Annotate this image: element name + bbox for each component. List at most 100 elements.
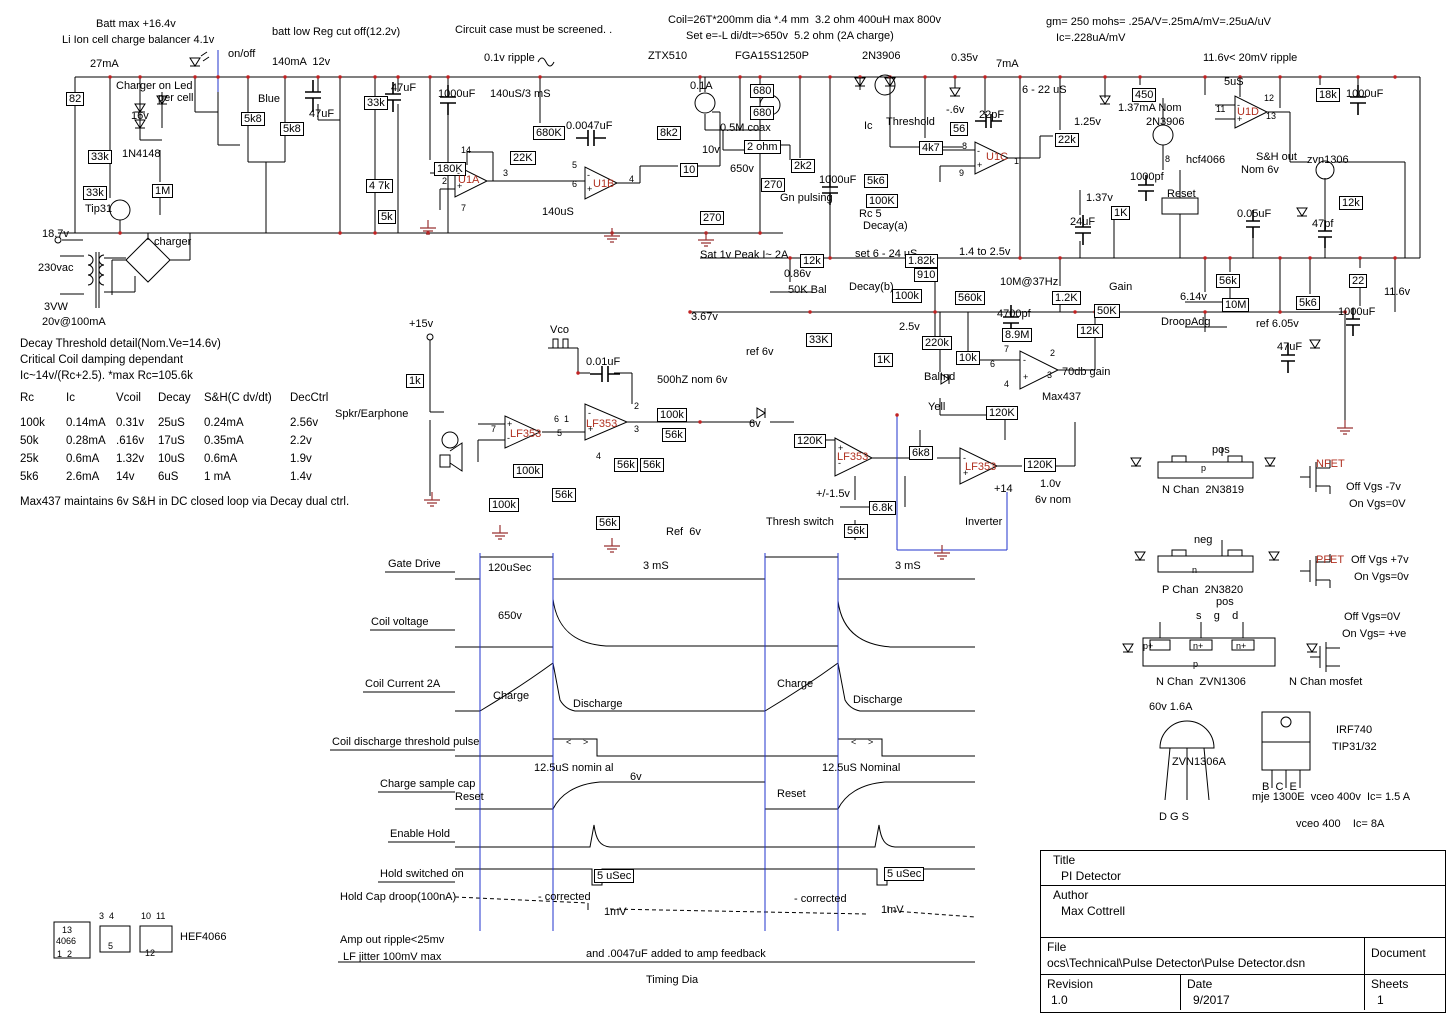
schematic-label: Enable Hold: [390, 828, 450, 840]
schematic-label: 120K: [794, 434, 826, 448]
decay-cell: 100k: [20, 417, 45, 429]
schematic-label: 6: [554, 414, 560, 424]
schematic-label: Off Vgs +7v: [1351, 554, 1409, 566]
schematic-label: 10M: [1222, 298, 1250, 312]
schematic-label: 10: [680, 163, 699, 177]
schematic-label: 0.5M coax: [720, 122, 771, 134]
schematic-label: 6.14v: [1180, 291, 1207, 303]
schematic-label: 1N4148: [122, 148, 161, 160]
schematic-label: 56k: [614, 458, 638, 472]
decay-col-header: Vcoil: [116, 392, 141, 404]
decay-col-header: DecCtrl: [290, 392, 329, 404]
schematic-label: 3: [1047, 370, 1053, 380]
schematic-label: 6v nom: [1035, 494, 1072, 506]
decay-cell: 50k: [20, 435, 39, 447]
schematic-label: 100k: [892, 289, 922, 303]
schematic-label: 6: [990, 359, 996, 369]
schematic-label: 56k: [640, 458, 664, 472]
schematic-label: Reset: [455, 791, 484, 803]
droop-steps: [587, 903, 889, 912]
schematic-label: p: [1193, 659, 1199, 669]
schematic-label: 12: [145, 948, 156, 958]
schematic-label: 6 - 22 uS: [1022, 84, 1067, 96]
decay-cell: 0.28mA: [66, 435, 106, 447]
decay-note-line: Ic~14v/(Rc+2.5). *max Rc=105.6k: [20, 370, 193, 382]
schematic-label: On Vgs=0V: [1349, 498, 1406, 510]
schematic-label: 1.0v: [1040, 478, 1061, 490]
decay-cell: 0.31v: [116, 417, 145, 429]
title-block: Title PI Detector Author Max Cottrell Fi…: [1040, 850, 1446, 1013]
schematic-label: +: [587, 184, 593, 194]
schematic-label: 12: [1264, 93, 1275, 103]
schematic-label: -: [588, 408, 591, 418]
schematic-label: 100k: [489, 498, 519, 512]
schematic-label: 1: [1014, 156, 1020, 166]
schematic-label: B C E: [1262, 781, 1297, 793]
schematic-label: FGA15S1250P: [735, 50, 809, 62]
schematic-label: LF353: [586, 418, 618, 430]
schematic-label: 140uS/3 mS: [490, 88, 551, 100]
schematic-label: 33k: [364, 96, 388, 110]
decay-cell: 17uS: [158, 435, 185, 447]
schematic-label: 4700pf: [997, 308, 1031, 320]
titleblock-sheets-value: 1: [1377, 993, 1384, 1007]
schematic-label: <: [851, 737, 857, 747]
schematic-label: mje 1300E vceo 400v Ic= 1.5 A: [1252, 791, 1411, 803]
schematic-label: 5k: [378, 210, 396, 224]
titleblock-file-label: File: [1047, 940, 1067, 954]
schematic-label: 1.37v: [1086, 192, 1113, 204]
schematic-label: 11.6v< 20mV ripple: [1203, 52, 1298, 64]
schematic-label: vceo 400 Ic= 8A: [1296, 818, 1385, 830]
decay-note-line: Decay Threshold detail(Nom.Ve=14.6v): [20, 338, 221, 350]
schematic-label: +: [1023, 372, 1029, 382]
decay-cell: 1.32v: [116, 453, 145, 465]
schematic-label: 220k: [922, 336, 952, 350]
schematic-label: p+: [1143, 641, 1154, 651]
schematic-label: 1.25v: [1074, 116, 1101, 128]
schematic-label: 22pF: [979, 109, 1005, 121]
schematic-label: 56k: [552, 488, 576, 502]
schematic-label: 2 ohm: [744, 140, 781, 154]
decay-cell: 0.6mA: [66, 453, 100, 465]
schematic-label: s g d: [1196, 610, 1239, 622]
decay-cell: 1.9v: [290, 453, 312, 465]
schematic-label: 12.5uS nomin al: [534, 762, 614, 774]
schematic-label: 3VW: [44, 301, 68, 313]
decay-cell: 2.6mA: [66, 471, 100, 483]
schematic-label: 100K: [866, 194, 898, 208]
schematic-label: +/-1.5v: [816, 488, 850, 500]
schematic-label: on/off: [228, 48, 256, 60]
schematic-label: 3 mS: [895, 560, 921, 572]
schematic-label: 12K: [1077, 324, 1103, 338]
schematic-label: 120K: [986, 406, 1018, 420]
schematic-label: Ref 6v: [666, 526, 701, 538]
decay-cell: 0.14mA: [66, 417, 106, 429]
decay-cell: 10uS: [158, 453, 185, 465]
schematic-label: 20v@100mA: [42, 316, 106, 328]
schematic-label: n+: [1193, 641, 1204, 651]
schematic-label: -: [587, 170, 590, 180]
schematic-label: Off Vgs=0V: [1344, 611, 1401, 623]
schematic-label: U1B: [593, 178, 615, 190]
schematic-label: 560k: [955, 291, 985, 305]
schematic-label: pos: [1216, 596, 1234, 608]
schematic-label: 4 7k: [366, 179, 393, 193]
schematic-label: 500hZ nom 6v: [657, 374, 728, 386]
schematic-label: 6k8: [909, 446, 933, 460]
schematic-label: 120uSec: [488, 562, 532, 574]
schematic-label: ref 6v: [746, 346, 774, 358]
schematic-label: -: [977, 146, 980, 156]
schematic-label: 8: [1165, 154, 1171, 164]
schematic-label: +: [457, 181, 463, 191]
schematic-label: 5k8: [280, 122, 304, 136]
decay-col-header: Rc: [20, 392, 35, 404]
schematic-label: 3 4: [99, 911, 115, 921]
coil-voltage-wave: [455, 598, 975, 648]
schematic-label: 1M: [152, 184, 174, 198]
schematic-label: 70db gain: [1062, 366, 1111, 378]
schematic-label: 10v: [702, 144, 720, 156]
schematic-label: 22k: [1055, 133, 1079, 147]
schematic-label: - corrected: [538, 891, 591, 903]
ground-symbols: [420, 220, 1353, 560]
schematic-label: Max437: [1042, 391, 1082, 403]
